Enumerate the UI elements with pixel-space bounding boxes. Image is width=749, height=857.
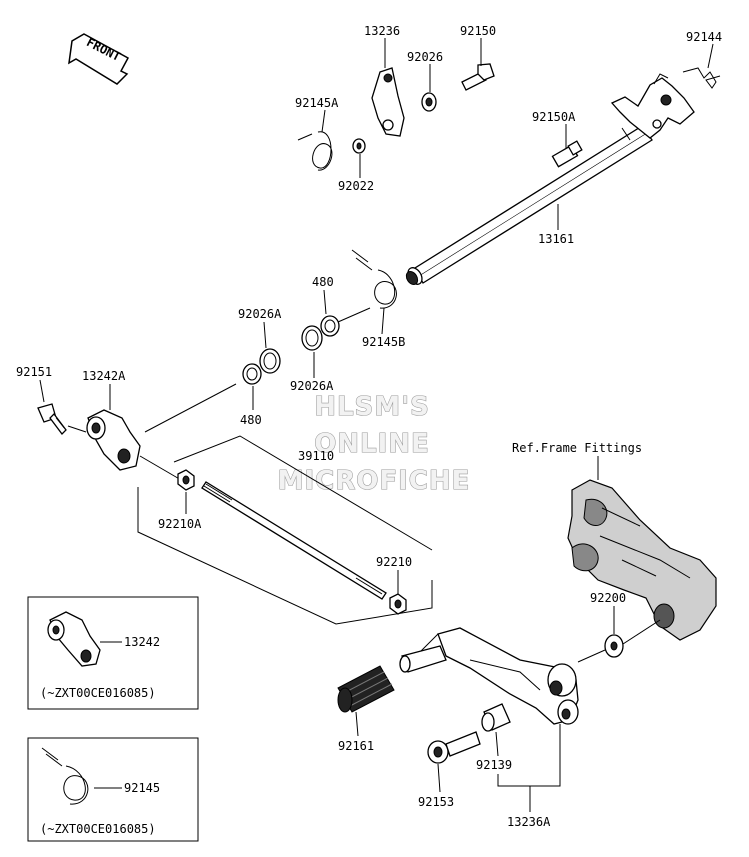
label-92210: 92210 [376,555,412,569]
joint-13242A [86,409,141,471]
washer-92200 [577,619,661,663]
tie-rod-39110 [201,481,387,600]
washer-92026A-upper [301,325,323,351]
stud-92150A [551,140,583,168]
watermark-line-3: MICROFICHE [278,466,471,496]
label-92150A: 92150A [532,110,576,124]
label-92153: 92153 [418,795,454,809]
spring-92145B [351,249,397,309]
label-92026: 92026 [407,50,443,64]
inset-note-2: (~ZXT00CE016085) [40,822,156,836]
front-arrow: FRONT [68,33,130,85]
label-92210A: 92210A [158,517,202,531]
washer-92022 [352,138,366,154]
label-92145: 92145 [124,781,160,795]
bolt-92151 [37,403,67,435]
nut-92210A [177,469,195,491]
washer-92026 [421,92,437,112]
spring-92145A [297,131,333,171]
label-92145A: 92145A [295,96,339,110]
lever-13236 [371,67,405,137]
label-92026A-upper: 92026A [238,307,282,321]
shift-shaft-13161 [405,125,653,286]
label-92151: 92151 [16,365,52,379]
label-92161: 92161 [338,739,374,753]
rubber-92161 [337,665,395,713]
circlip-480-lower [242,363,262,385]
label-480-lower: 480 [240,413,262,427]
inset-box-2 [27,737,199,842]
watermark-line-2: ONLINE [314,429,430,459]
label-92200: 92200 [590,591,626,605]
watermark-line-1: HLSM'S [314,392,430,422]
ref-frame-fittings-note: Ref.Frame Fittings [512,441,642,455]
watermark: HLSM'S ONLINE MICROFICHE [277,391,471,496]
shift-arm-assembly [610,73,695,141]
label-92022: 92022 [338,179,374,193]
frame-bracket [567,479,717,641]
rod-box-outline [137,435,433,625]
shift-pedal-13236A [419,627,579,725]
collar-92139 [481,703,511,732]
label-13236A: 13236A [507,815,551,829]
part-leaders [39,38,714,812]
label-39110: 39110 [298,449,334,463]
part-labels: 13236 92150 92144 92026 92145A 92150A 92… [16,24,722,836]
label-13242: 13242 [124,635,160,649]
bolt-92150 [461,63,495,91]
label-92145B: 92145B [362,335,405,349]
label-92150: 92150 [460,24,496,38]
label-92139: 92139 [476,758,512,772]
spring-92144 [682,67,721,89]
pedal-pin [399,645,447,673]
label-480-upper: 480 [312,275,334,289]
label-13236: 13236 [364,24,400,38]
inset-box-1 [27,596,199,710]
bolt-92153 [427,731,481,764]
label-13242A: 13242A [82,369,126,383]
nut-92210 [389,593,407,615]
circlip-480-upper [320,315,340,337]
inset-note-1: (~ZXT00CE016085) [40,686,156,700]
washer-92026A-lower [259,348,281,374]
label-92026A-lower: 92026A [290,379,334,393]
label-13161: 13161 [538,232,574,246]
label-92144: 92144 [686,30,722,44]
